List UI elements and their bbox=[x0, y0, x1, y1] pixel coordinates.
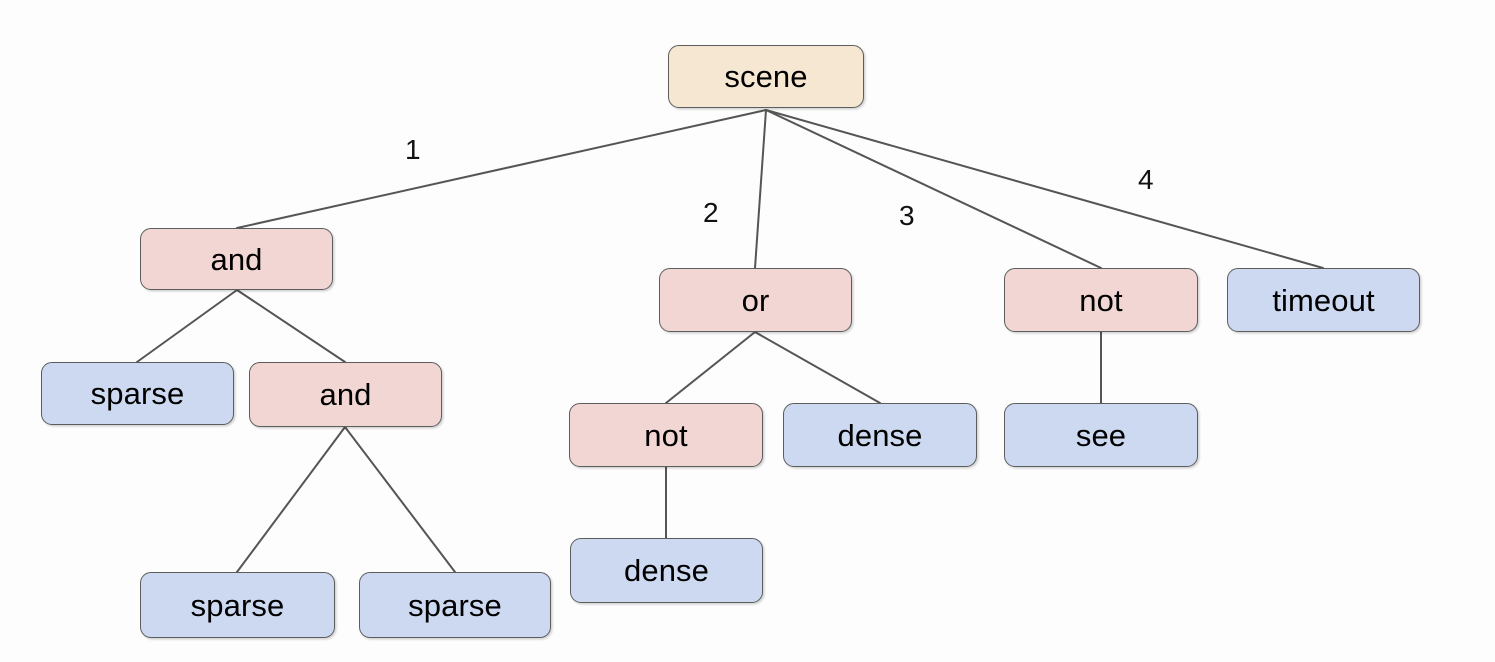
tree-node-or1[interactable]: or bbox=[659, 268, 852, 332]
tree-node-label: dense bbox=[837, 417, 923, 453]
tree-node-sparse2[interactable]: sparse bbox=[140, 572, 335, 638]
tree-node-and1[interactable]: and bbox=[140, 228, 333, 290]
edge-label-4: 4 bbox=[1138, 164, 1154, 195]
tree-node-label: and bbox=[210, 241, 263, 277]
tree-node-timeout1[interactable]: timeout bbox=[1227, 268, 1420, 332]
tree-node-label: and bbox=[319, 377, 372, 412]
tree-node-not1[interactable]: not bbox=[1004, 268, 1198, 332]
tree-edge-or1-to-dense1 bbox=[754, 331, 881, 404]
tree-node-label: dense bbox=[624, 553, 709, 588]
tree-edge-and1-to-and2 bbox=[236, 289, 346, 363]
tree-node-label: scene bbox=[724, 59, 808, 94]
tree-node-sparse3[interactable]: sparse bbox=[359, 572, 551, 638]
tree-edge-and1-to-sparse1 bbox=[136, 289, 238, 363]
tree-edge-and2-to-sparse2 bbox=[236, 426, 346, 573]
tree-node-sparse1[interactable]: sparse bbox=[41, 362, 234, 425]
tree-node-see1[interactable]: see bbox=[1004, 403, 1198, 467]
tree-node-label: see bbox=[1075, 417, 1127, 453]
tree-edge-or1-to-not2 bbox=[665, 331, 756, 404]
tree-node-dense2[interactable]: dense bbox=[570, 538, 763, 603]
tree-node-label: sparse bbox=[190, 587, 285, 623]
tree-edge-scene-to-or1 bbox=[754, 109, 767, 269]
edge-label-3: 3 bbox=[899, 200, 915, 231]
tree-node-not2[interactable]: not bbox=[569, 403, 763, 467]
edge-label-1: 1 bbox=[405, 134, 421, 165]
tree-node-label: sparse bbox=[408, 587, 502, 623]
tree-edge-and2-to-sparse3 bbox=[344, 426, 456, 573]
tree-node-and2[interactable]: and bbox=[249, 362, 442, 427]
tree-node-dense1[interactable]: dense bbox=[783, 403, 977, 467]
tree-node-label: or bbox=[741, 282, 770, 318]
tree-node-label: timeout bbox=[1272, 282, 1375, 318]
tree-edge-scene-to-not1 bbox=[765, 109, 1102, 269]
tree-node-scene[interactable]: scene bbox=[668, 45, 864, 108]
tree-node-label: sparse bbox=[90, 376, 185, 411]
tree-edge-scene-to-timeout1 bbox=[765, 109, 1324, 269]
tree-node-label: not bbox=[1079, 282, 1123, 318]
tree-node-label: not bbox=[644, 417, 688, 453]
tree-edge-scene-to-and1 bbox=[236, 109, 767, 229]
edge-label-2: 2 bbox=[703, 197, 719, 228]
